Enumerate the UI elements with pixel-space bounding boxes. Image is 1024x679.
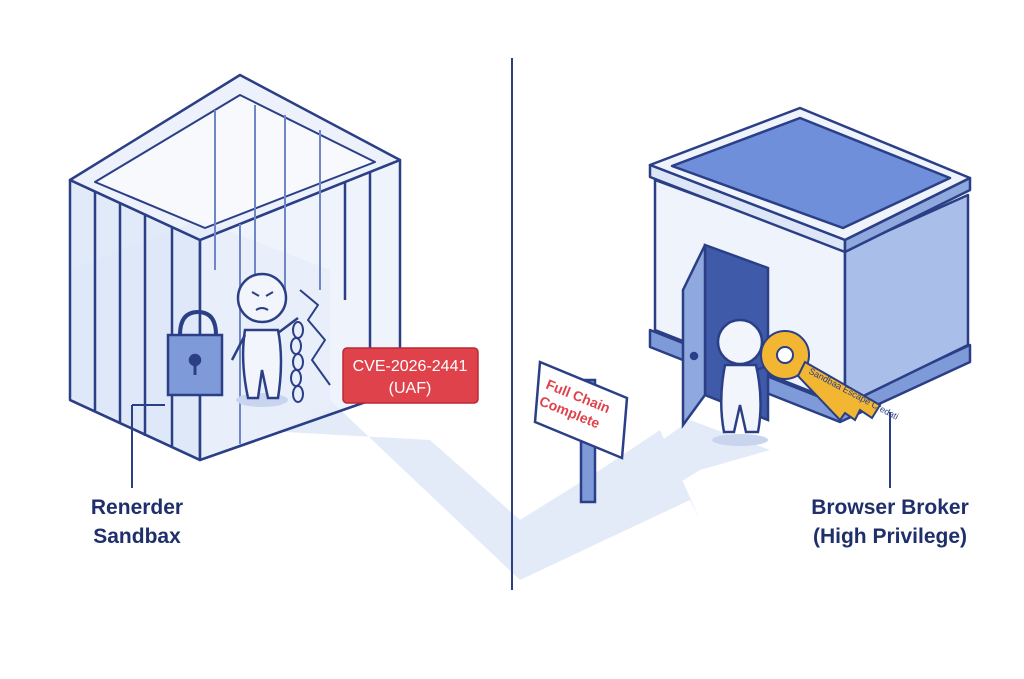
- connection-path-right: [520, 420, 770, 580]
- cve-tag: CVE-2026-2441 (UAF): [342, 347, 479, 404]
- broken-chain-icon: [290, 321, 304, 403]
- figure-icon: [712, 318, 779, 446]
- renderer-sandbox-label: Renerder Sandbax: [52, 493, 222, 551]
- full-chain-sign: Full Chain Complete: [533, 360, 629, 504]
- cve-tag-line1: CVE-2026-2441: [353, 358, 468, 375]
- angry-figure-icon: [230, 272, 299, 407]
- browser-broker-label-line2: (High Privilege): [812, 525, 968, 548]
- browser-broker-label-line1: Browser Broker: [811, 496, 969, 519]
- padlock-icon: [166, 309, 224, 397]
- browser-broker-label: Browser Broker (High Privilege): [780, 493, 1000, 551]
- renderer-sandbox-label-line2: Sandbax: [93, 525, 181, 548]
- cve-tag-line2: (UAF): [389, 380, 432, 397]
- renderer-sandbox-label-line1: Renerder: [90, 496, 184, 519]
